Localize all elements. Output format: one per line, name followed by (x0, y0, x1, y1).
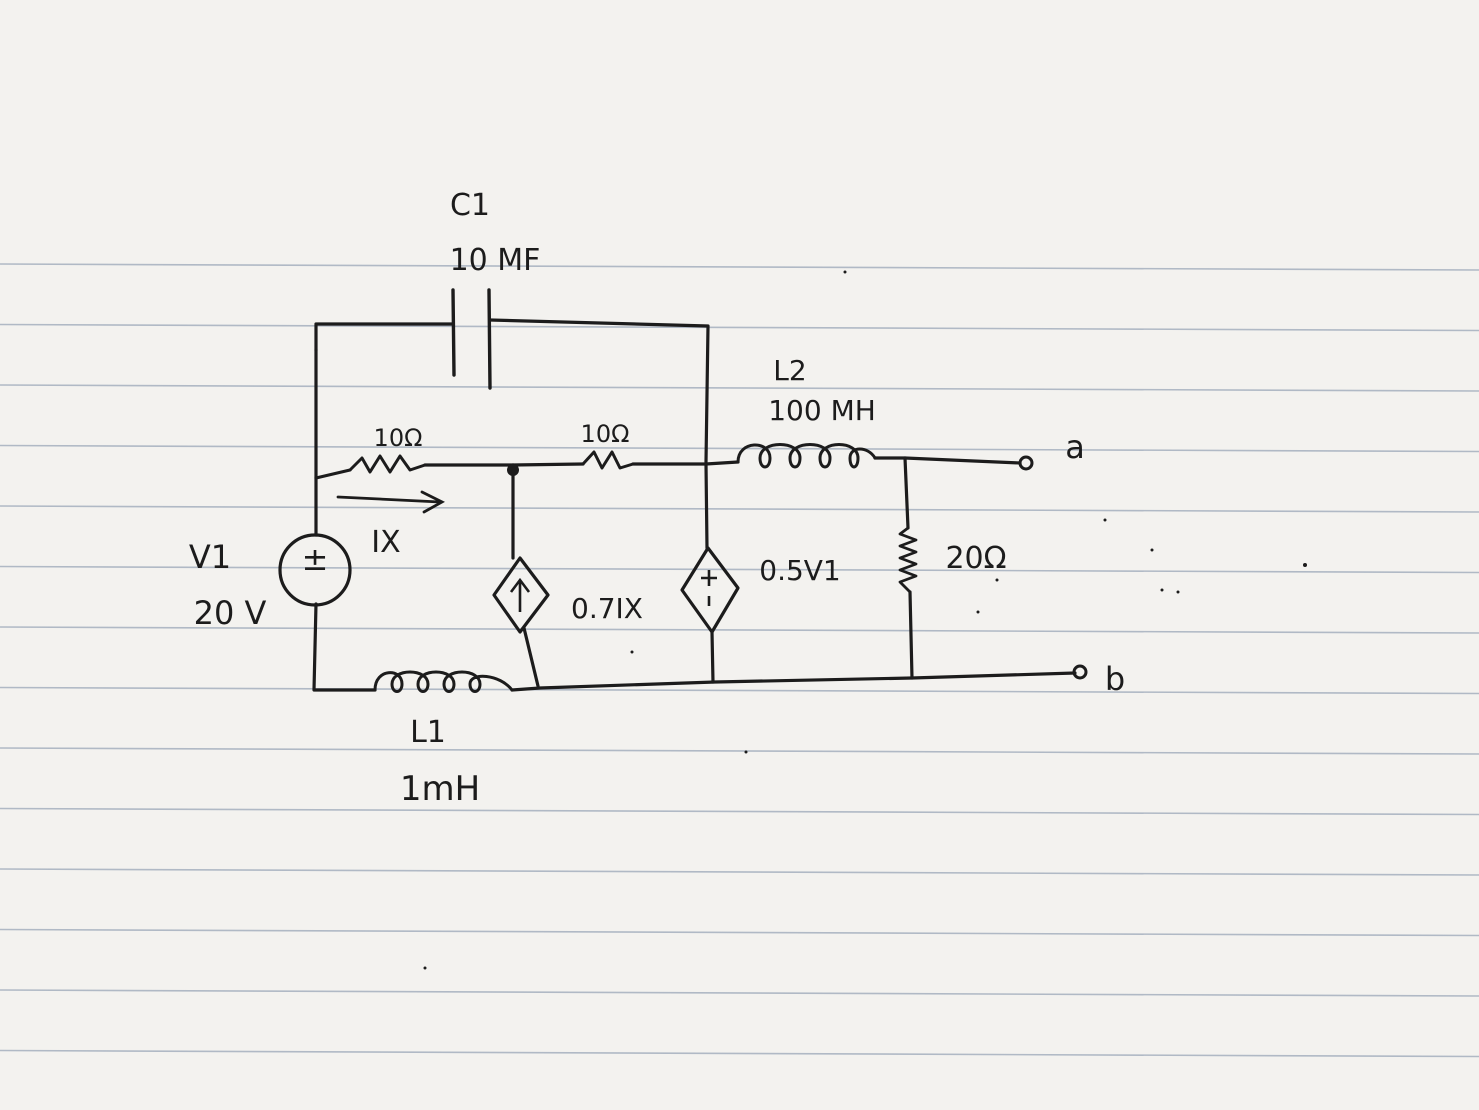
ccvs-gain-label: 0.5V1 (759, 554, 841, 587)
ruled-line (0, 444, 1479, 453)
ruled-line (0, 989, 1479, 997)
plus-minus-sign: ± (302, 540, 329, 578)
r1-value-label: 10Ω (374, 424, 423, 452)
terminal-b-label: b (1105, 660, 1125, 698)
l1-name-label: L1 (410, 715, 446, 750)
resistor-r2-symbol (581, 450, 634, 470)
wire-to-a (873, 456, 1022, 465)
circuit-wires (312, 318, 1077, 692)
ccs-gain-label: 0.7IX (571, 592, 643, 625)
terminal-a-node (1018, 455, 1034, 471)
ruled-line (0, 868, 1479, 876)
wire-r1-left (314, 468, 352, 480)
capacitor-c1-symbol (451, 288, 492, 390)
voltage-source-v1: ± (278, 533, 352, 607)
ruled-line (0, 263, 1479, 271)
wire-top-left (314, 322, 454, 352)
ruled-line (0, 928, 1479, 937)
inductor-l2-symbol (736, 443, 877, 469)
c1-name-label: C1 (450, 188, 490, 223)
wire-ccvs-bottom (710, 630, 715, 684)
c1-value-label: 10 MF (450, 243, 541, 278)
l2-value-label: 100 MH (768, 394, 876, 427)
terminal-a-label: a (1065, 428, 1085, 466)
resistor-r3-symbol (898, 526, 918, 593)
ruled-line (0, 747, 1479, 755)
ruled-line (0, 565, 1479, 574)
dependent-voltage-source (680, 546, 740, 634)
current-arrow (336, 490, 446, 514)
ix-label: IX (371, 525, 400, 560)
v1-name-label: V1 (189, 538, 231, 576)
r3-value-label: 20Ω (945, 541, 1006, 576)
dependent-current-source (492, 556, 550, 634)
v1-value-label: 20 V (194, 594, 267, 632)
ruled-line (0, 807, 1479, 816)
junction-node (507, 464, 519, 476)
ruled-line (0, 1049, 1479, 1058)
wire-r2-left (511, 462, 585, 467)
stray-marks (423, 270, 1307, 970)
ruled-line (0, 323, 1479, 332)
wire-bottom (510, 671, 1077, 692)
inductor-l1-symbol (373, 670, 514, 693)
arrow-up-icon (509, 577, 531, 612)
ruled-line (0, 686, 1479, 695)
wire-r2-right (631, 460, 740, 466)
terminal-b-node (1072, 664, 1088, 680)
ruled-lines (0, 263, 1479, 1058)
wire-r3-top (903, 456, 910, 530)
r2-value-label: 10Ω (581, 420, 630, 448)
wire-ccs-bottom (522, 626, 540, 688)
ruled-line (0, 505, 1479, 513)
l1-value-label: 1mH (400, 769, 480, 809)
wire-top-right (488, 318, 710, 464)
resistor-r1-symbol (348, 454, 426, 474)
plus-sign (701, 570, 717, 586)
ruled-line (0, 626, 1479, 634)
ruled-line (0, 384, 1479, 392)
wire-r3-bottom (908, 590, 914, 680)
l2-name-label: L2 (773, 354, 806, 387)
wire-left-lower (312, 602, 377, 692)
wire-ccvs-top (704, 462, 709, 550)
